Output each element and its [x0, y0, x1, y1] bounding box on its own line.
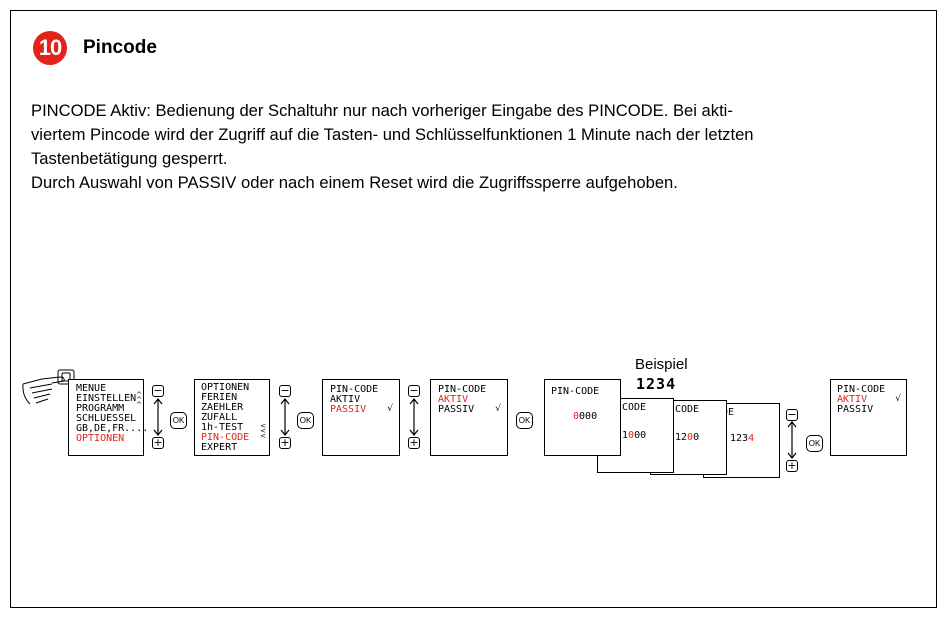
ok-button[interactable]: OK — [170, 412, 187, 429]
section-title: Pincode — [83, 37, 157, 58]
description-line: Durch Auswahl von PASSIV oder nach einem… — [31, 173, 678, 192]
lcd-line: ZUFALL — [201, 412, 238, 423]
lcd-line: AKTIV — [330, 394, 361, 405]
lcd-line: SCHLUESSEL — [76, 413, 137, 424]
scroll-arrows-icon: <<< — [260, 422, 266, 440]
description: PINCODE Aktiv: Bedienung der Schaltuhr n… — [31, 99, 861, 195]
up-down-arrow-icon — [153, 398, 163, 436]
lcd-line: 1h-TEST — [201, 422, 244, 433]
up-down-arrow-icon — [280, 398, 290, 436]
description-line: PINCODE Aktiv: Bedienung der Schaltuhr n… — [31, 101, 733, 120]
checkmark-icon: √ — [495, 404, 501, 414]
lcd-line-selected: OPTIONEN — [76, 433, 125, 444]
lcd-line: PROGRAMM — [76, 403, 125, 414]
minus-button[interactable]: − — [786, 408, 798, 421]
plus-button[interactable]: + — [786, 459, 798, 472]
lcd-line-selected: AKTIV — [837, 394, 868, 405]
lcd-line: PIN-CODE — [330, 384, 379, 395]
minus-button[interactable]: − — [408, 384, 420, 397]
up-down-arrow-icon — [787, 421, 797, 459]
up-down-arrow-icon — [409, 398, 419, 436]
minus-button[interactable]: − — [152, 384, 164, 397]
hand-press-icon — [22, 369, 75, 405]
step-number-badge: 10 — [33, 31, 67, 65]
lcd-line: PASSIV — [837, 404, 874, 415]
scroll-arrows-icon: ^^^ — [136, 391, 142, 409]
lcd-line: CODE — [622, 402, 647, 413]
lcd-line: PIN-CODE — [837, 384, 886, 395]
checkmark-icon: √ — [387, 404, 393, 414]
page-frame — [10, 10, 937, 608]
lcd-pin-select-active: PIN-CODE AKTIV PASSIV √ — [430, 379, 508, 456]
plus-button[interactable]: + — [279, 436, 291, 449]
lcd-line: PIN-CODE — [551, 386, 600, 397]
lcd-line: PIN-CODE — [438, 384, 487, 395]
lcd-line-selected: AKTIV — [438, 394, 469, 405]
lcd-line: PASSIV — [438, 404, 475, 415]
description-line: Tastenbetätigung gesperrt. — [31, 149, 228, 168]
description-line: viertem Pincode wird der Zugriff auf die… — [31, 125, 754, 144]
lcd-line: CODE — [675, 404, 700, 415]
lcd-line-selected: PASSIV — [330, 404, 367, 415]
checkmark-icon: √ — [895, 394, 901, 404]
lcd-menu: MENUE EINSTELLEN PROGRAMM SCHLUESSEL GB,… — [68, 379, 149, 456]
lcd-final: PIN-CODE AKTIV PASSIV √ — [830, 379, 907, 456]
lcd-line: EINSTELLEN — [76, 393, 137, 404]
lcd-options: OPTIONEN FERIEN ZAEHLER ZUFALL 1h-TEST P… — [194, 379, 270, 456]
lcd-line-selected: PIN-CODE — [201, 432, 250, 443]
lcd-code-value: 1000 — [622, 430, 647, 441]
lcd-line: EXPERT — [201, 442, 238, 453]
lcd-code-step-1: PIN-CODE 0000 — [544, 379, 621, 456]
plus-button[interactable]: + — [152, 436, 164, 449]
lcd-line: ZAEHLER — [201, 402, 244, 413]
minus-button[interactable]: − — [279, 384, 291, 397]
plus-button[interactable]: + — [408, 436, 420, 449]
lcd-line: MENUE — [76, 383, 107, 394]
lcd-line: GB,DE,FR.... — [76, 423, 149, 434]
ok-button[interactable]: OK — [297, 412, 314, 429]
lcd-line: OPTIONEN — [201, 382, 250, 393]
ok-button[interactable]: OK — [806, 435, 823, 452]
ok-button[interactable]: OK — [516, 412, 533, 429]
lcd-code-value: 0000 — [573, 411, 598, 422]
example-code: 1234 — [636, 375, 677, 393]
example-label: Beispiel — [635, 356, 688, 373]
lcd-line: FERIEN — [201, 392, 238, 403]
lcd-code-value: 1200 — [675, 432, 700, 443]
lcd-pin-select-passive: PIN-CODE AKTIV PASSIV √ — [322, 379, 400, 456]
